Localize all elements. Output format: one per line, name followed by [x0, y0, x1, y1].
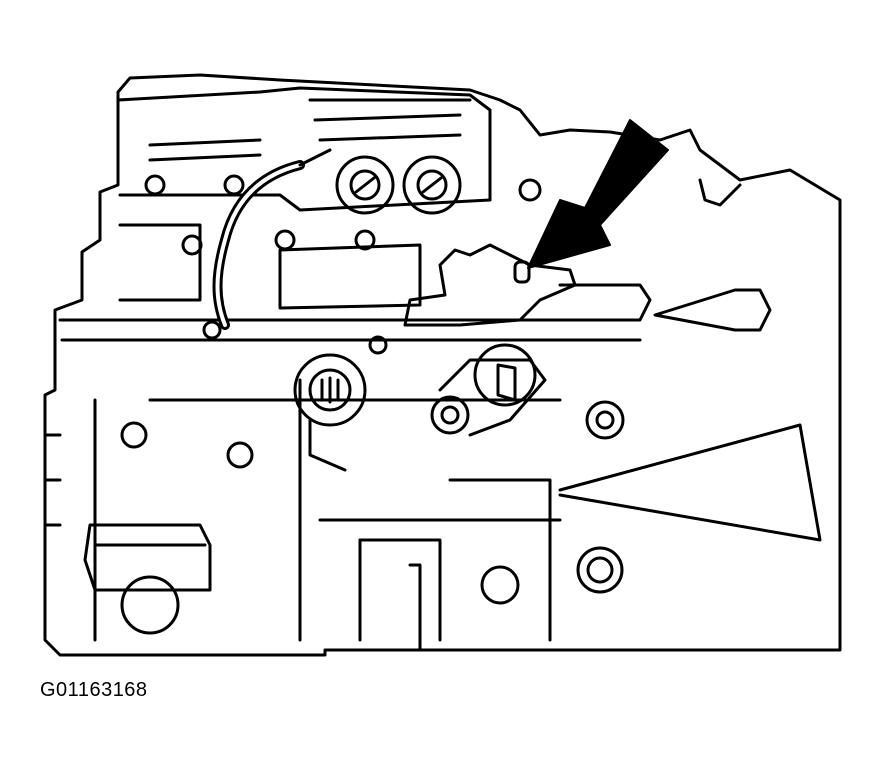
selector-boss [293, 353, 367, 472]
transmission-case [43, 73, 842, 657]
figure-id-label: G01163168 [40, 679, 148, 701]
case-rib-right [558, 178, 822, 542]
manual-shaft [430, 343, 625, 440]
bolts [120, 174, 542, 469]
mounting-lug [43, 433, 212, 635]
solenoid-connectors [335, 155, 462, 215]
valve-body [116, 86, 492, 310]
gasket-outline [403, 243, 577, 327]
case-ribs-lower [318, 478, 624, 652]
wiring-harness [212, 148, 332, 330]
arrow-icon [527, 119, 669, 269]
